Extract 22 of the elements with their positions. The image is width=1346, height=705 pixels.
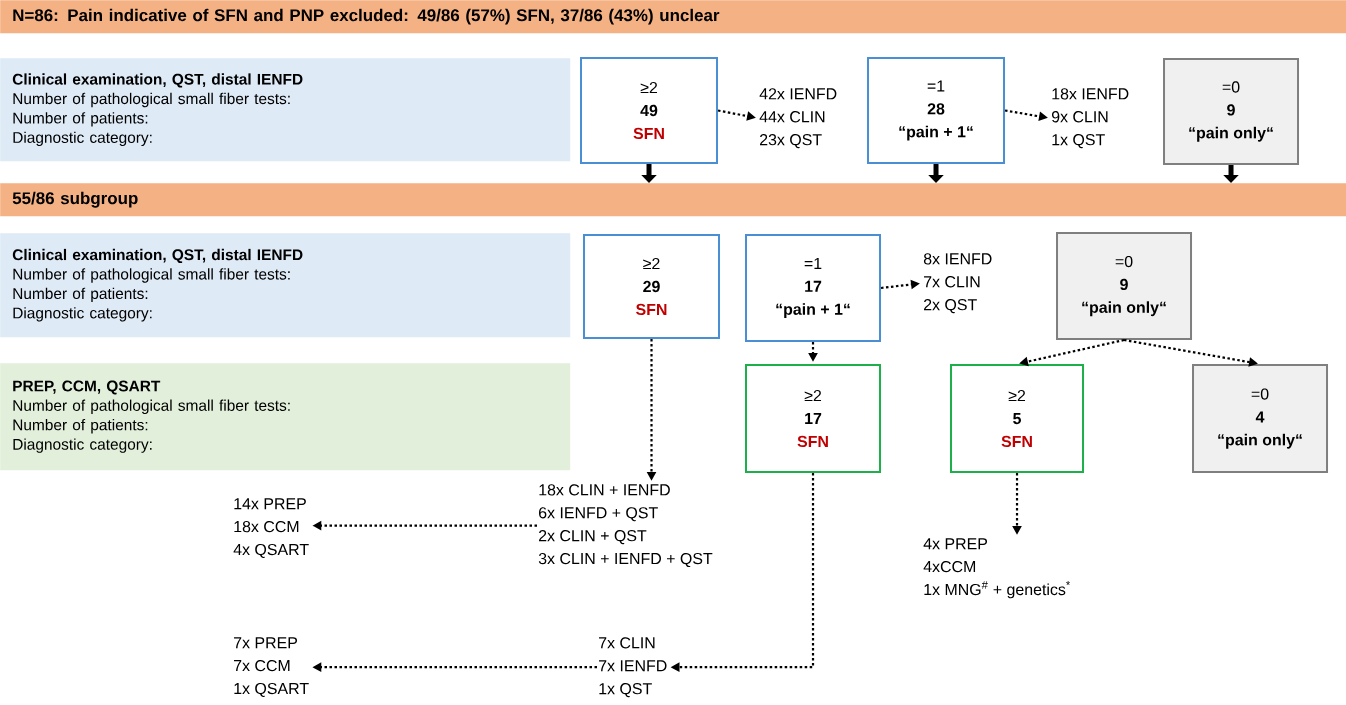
category-box: =0 9 “pain only“	[1163, 58, 1299, 165]
test-list: 42x IENFD 44x CLIN 23x QST	[759, 88, 837, 149]
category-box: =0 9 “pain only“	[1056, 232, 1192, 340]
category-box: =1 17 “pain + 1“	[745, 234, 881, 342]
header-band: N=86: Pain indicative of SFN and PNP excluded: 49/86 (57%) SFN, 37/86 (43%) unclear	[0, 0, 1346, 34]
category-panel: Clinical examination, QST, distal IENFD Number of pathological small fiber tests: Number of patients: Diagnostic category:	[0, 233, 571, 338]
test-list: 4x PREP 4xCCM 1x MNG$^{#}$ + genetics$^{*}$	[923, 538, 1071, 599]
category-box: ≥2 5 SFN	[950, 364, 1084, 473]
category-box: =0 4 “pain only“	[1192, 364, 1328, 473]
category-box: ≥2 17 SFN	[745, 364, 881, 473]
category-box: =1 28 “pain + 1“	[867, 57, 1005, 164]
header-band: 55/86 subgroup	[0, 183, 1346, 217]
category-box: ≥2 29 SFN	[583, 234, 720, 339]
test-list: 18x IENFD 9x CLIN 1x QST	[1051, 88, 1129, 149]
test-list: 7x CLIN 7x IENFD 1x QST	[599, 637, 667, 698]
test-list: 7x PREP 7x CCM 1x QSART	[234, 637, 309, 697]
category-panel: Clinical examination, QST, distal IENFD Number of pathological small fiber tests: Number of patients: Diagnostic category:	[0, 58, 571, 162]
test-list: 8x IENFD 7x CLIN 2x QST	[923, 253, 992, 314]
test-list: 18x CLIN + IENFD 6x IENFD + QST 2x CLIN + QST 3x CLIN + IENFD + QST	[538, 484, 713, 568]
category-panel: PREP, CCM, QSART Number of pathological small fiber tests: Number of patients: Diagnostic category:	[0, 363, 571, 471]
test-list: 14x PREP 18x CCM 4x QSART	[233, 498, 309, 558]
category-box: ≥2 49 SFN	[580, 57, 718, 164]
